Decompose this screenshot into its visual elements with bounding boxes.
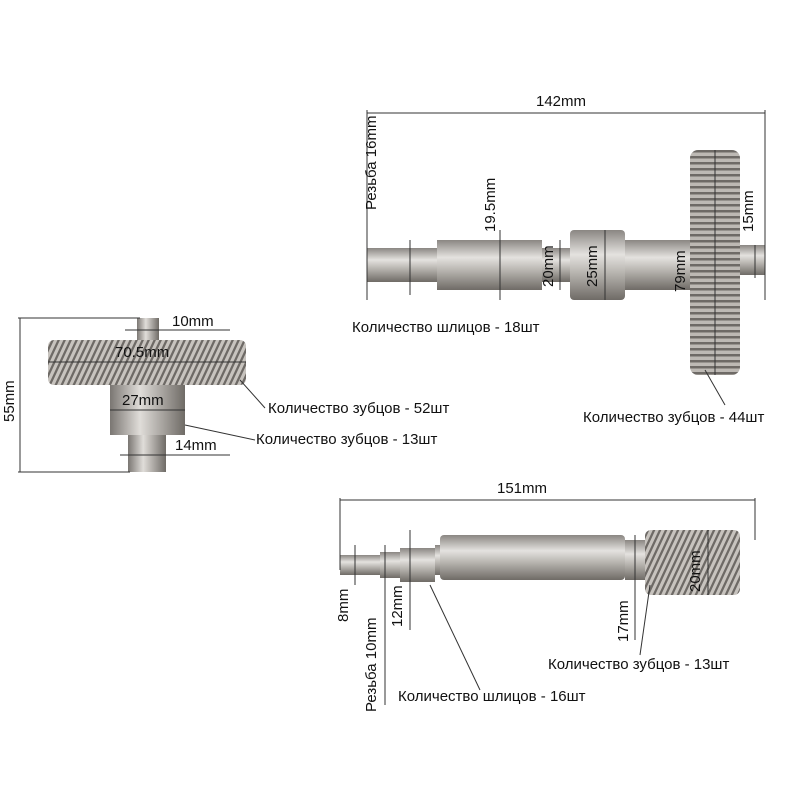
pinion-diameter-label: 27mm bbox=[122, 392, 164, 409]
top-diameter-label: 10mm bbox=[172, 313, 214, 330]
diameter-20-label: 20mm bbox=[540, 245, 557, 287]
end-diameter-label: 8mm bbox=[335, 588, 352, 622]
thread-label: Резьба 10mm bbox=[363, 617, 380, 712]
input-shaft bbox=[367, 150, 765, 375]
bottom-diameter-label: 14mm bbox=[175, 437, 217, 454]
thread-label: Резьба 16mm bbox=[363, 115, 380, 210]
end-diameter-label: 15mm bbox=[740, 190, 757, 232]
length-label: 142mm bbox=[536, 93, 587, 110]
dimension-lines bbox=[18, 110, 766, 705]
teeth-count-label: Количество зубцов - 44шт bbox=[583, 409, 765, 426]
length-label: 151mm bbox=[497, 480, 548, 497]
teeth-count-label: Количество зубцов - 13шт bbox=[548, 656, 730, 673]
gear-diameter-label: 70.5mm bbox=[115, 344, 170, 361]
splines-count-label: Количество шлицов - 18шт bbox=[352, 319, 540, 336]
splines-count-label: Количество шлицов - 16шт bbox=[398, 688, 586, 705]
shaft-diameter-label: 17mm bbox=[615, 600, 632, 642]
small-teeth-count-label: Количество зубцов - 13шт bbox=[256, 431, 438, 448]
diameter-25-label: 25mm bbox=[584, 245, 601, 287]
spline-diameter-label: 12mm bbox=[389, 585, 406, 627]
gear-diameter-label: 20mm bbox=[687, 550, 704, 592]
gear-diameter-label: 79mm bbox=[672, 250, 689, 292]
spline-diameter-label: 19.5mm bbox=[482, 177, 499, 232]
big-teeth-count-label: Количество зубцов - 52шт bbox=[268, 400, 450, 417]
height-label: 55mm bbox=[1, 380, 18, 422]
